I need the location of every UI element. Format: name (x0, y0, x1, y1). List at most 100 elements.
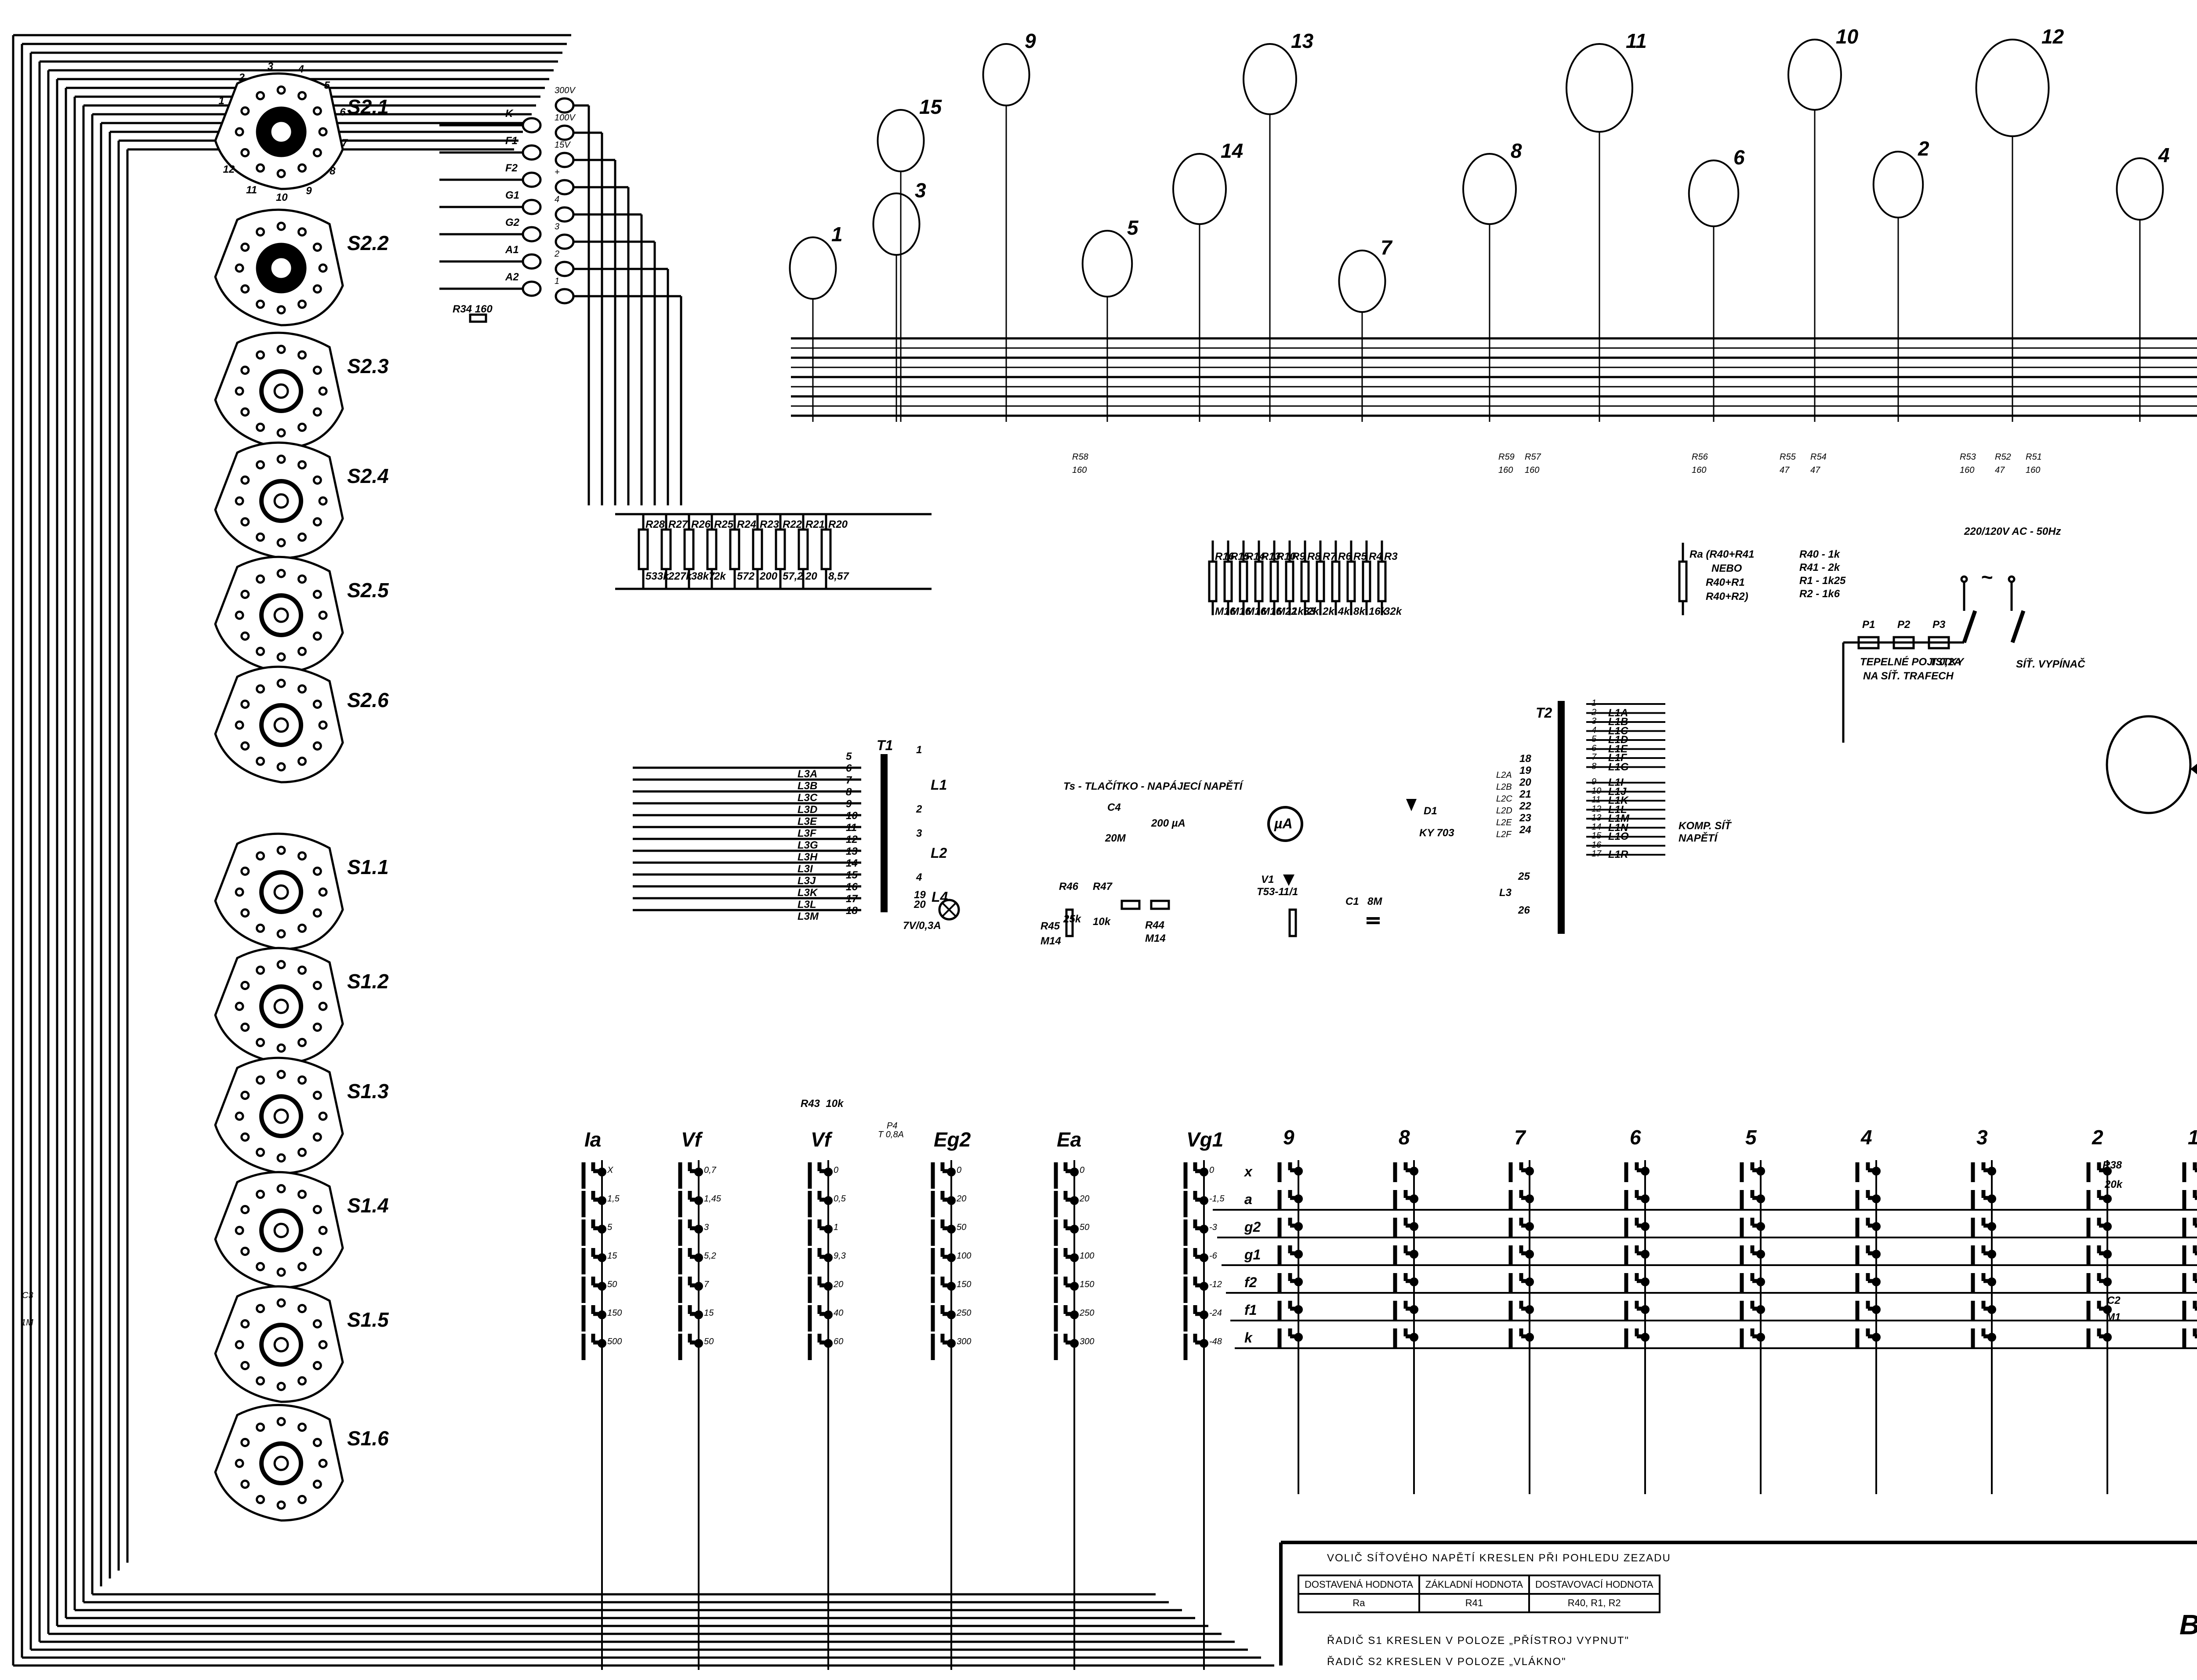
pushbutton-value: 300 (957, 1337, 972, 1346)
switch-contact (235, 720, 244, 730)
t2-primary-tap: L1B (1608, 716, 1628, 728)
t1-right-pin: 1 (916, 744, 922, 756)
r47-value: 10k (1093, 916, 1111, 928)
switch-contact (276, 960, 286, 969)
note-line-1: VOLIČ SÍŤOVÉHO NAPĚTÍ KRESLEN PŘI POHLED… (1327, 1552, 1671, 1564)
pushbutton-value: 500 (607, 1337, 622, 1346)
v1-label: V1 (1261, 874, 1274, 885)
matrix-column-label: 2 (2092, 1126, 2103, 1149)
switch-contact (312, 366, 322, 375)
switch-contact (240, 1091, 250, 1100)
t1-tap-label: L3C (798, 792, 818, 804)
switch-contact (256, 684, 265, 694)
switch-contact (276, 1298, 286, 1308)
terminal-jack (555, 179, 575, 196)
t2-primary-tap: L1A (1608, 707, 1628, 719)
switch-contact (276, 845, 286, 855)
switch-contact (297, 1376, 307, 1386)
t1-tap-label: L3H (798, 851, 818, 863)
pushbutton-value: 0,5 (834, 1194, 846, 1204)
heater-resistor-name: R52 (1995, 452, 2011, 462)
switch-contact (297, 422, 307, 432)
switch-contact (276, 679, 286, 688)
pushbutton-value: 0 (1080, 1165, 1085, 1175)
matrix-row-label: g1 (1244, 1247, 1261, 1263)
switch-contact (297, 646, 307, 656)
pushbutton-value: 150 (1080, 1280, 1095, 1289)
switch-contact (240, 1132, 250, 1142)
t1-pin-label: 5 (846, 751, 852, 762)
switch-contact (256, 1495, 265, 1504)
t1-pin-label: 14 (846, 857, 858, 869)
terminal-jack (522, 117, 542, 134)
mains-switch-blade (2010, 610, 2026, 643)
t2-primary-tap: L1M (1608, 813, 1629, 824)
meter-value: 200 µA (1151, 817, 1186, 829)
switch-contact (235, 887, 244, 897)
terminal-label-right: 4 (555, 195, 560, 204)
terminal-jack (522, 253, 542, 270)
shunt-resistor-value: 57,2 (783, 570, 803, 582)
divider-resistor-value: M16 (1230, 606, 1251, 617)
r45-label: R45 (1040, 920, 1060, 932)
switch-contact (318, 1111, 328, 1121)
terminal-label-right: 2 (555, 249, 560, 259)
t1-tap-label: L3I (798, 863, 813, 875)
terminal-jack (522, 199, 542, 215)
r46-label: R46 (1059, 881, 1079, 893)
switch-position-label: 5 (324, 80, 330, 92)
pushbutton-value: 1,5 (607, 1194, 620, 1204)
switch-label: S2.6 (347, 689, 389, 711)
divider-resistor (1239, 560, 1248, 602)
switch-contact (256, 965, 265, 975)
table-header-1: DOSTAVENÁ HODNOTA (1298, 1575, 1420, 1595)
pushbutton-value: 60 (834, 1337, 844, 1346)
switch-contact (312, 1361, 322, 1370)
switch-contact (312, 106, 322, 116)
shunt-resistor-name: R20 (828, 519, 848, 530)
tube-socket (1688, 160, 1740, 227)
divider-resistor-value: 16k (1369, 606, 1387, 617)
mains-supply-label: 220/120V AC - 50Hz (1964, 526, 2061, 537)
switch-label: S1.5 (347, 1308, 389, 1331)
mains-switch-label: SÍŤ. VYPÍNAČ (2016, 658, 2085, 670)
tube-socket-label: 1 (831, 223, 843, 246)
r38-label: R38 (2103, 1159, 2122, 1171)
terminal-label-left: A1 (505, 244, 519, 256)
t1-l1-label: L1 (931, 777, 947, 793)
switch-contact (256, 1075, 265, 1085)
switch-contact (297, 1147, 307, 1157)
shunt-resistor (638, 528, 649, 570)
shunt-resistor (660, 528, 672, 570)
matrix-row-label: a (1244, 1191, 1252, 1207)
t1-tap-label: L3F (798, 827, 816, 839)
switch-contact (256, 227, 265, 237)
switch-contact (240, 1247, 250, 1256)
tube-socket-label: 15 (919, 95, 942, 118)
terminal-label-right: 100V (555, 113, 575, 123)
t2-primary-pin: 13 (1592, 813, 1602, 823)
r46-value: 25k (1063, 913, 1081, 925)
t1-l4-pin: 20 (914, 899, 926, 911)
shunt-resistor (729, 528, 740, 570)
heater-resistor-name: R51 (2026, 452, 2042, 462)
switch-contact (256, 1304, 265, 1314)
switch-contact (256, 1422, 265, 1432)
matrix-column-label: 8 (1399, 1126, 1410, 1149)
fuse-label: P2 (1897, 619, 1911, 631)
tube-socket (1872, 151, 1924, 218)
t1-tap-label: L3D (798, 804, 818, 816)
r47-label: R47 (1093, 881, 1113, 893)
switch-contact (297, 923, 307, 933)
switch-contact (240, 1319, 250, 1328)
switch-contact (235, 610, 244, 620)
divider-resistor (1208, 560, 1218, 602)
switch-label: S2.3 (347, 355, 389, 377)
pushbutton-value: 50 (607, 1280, 617, 1289)
c2-value: M1 (2106, 1311, 2121, 1323)
switch-contact (297, 227, 307, 237)
shunt-resistor-value: 572 (737, 570, 755, 582)
switch-contact (312, 475, 322, 485)
t1-pin-label: 7 (846, 774, 852, 786)
